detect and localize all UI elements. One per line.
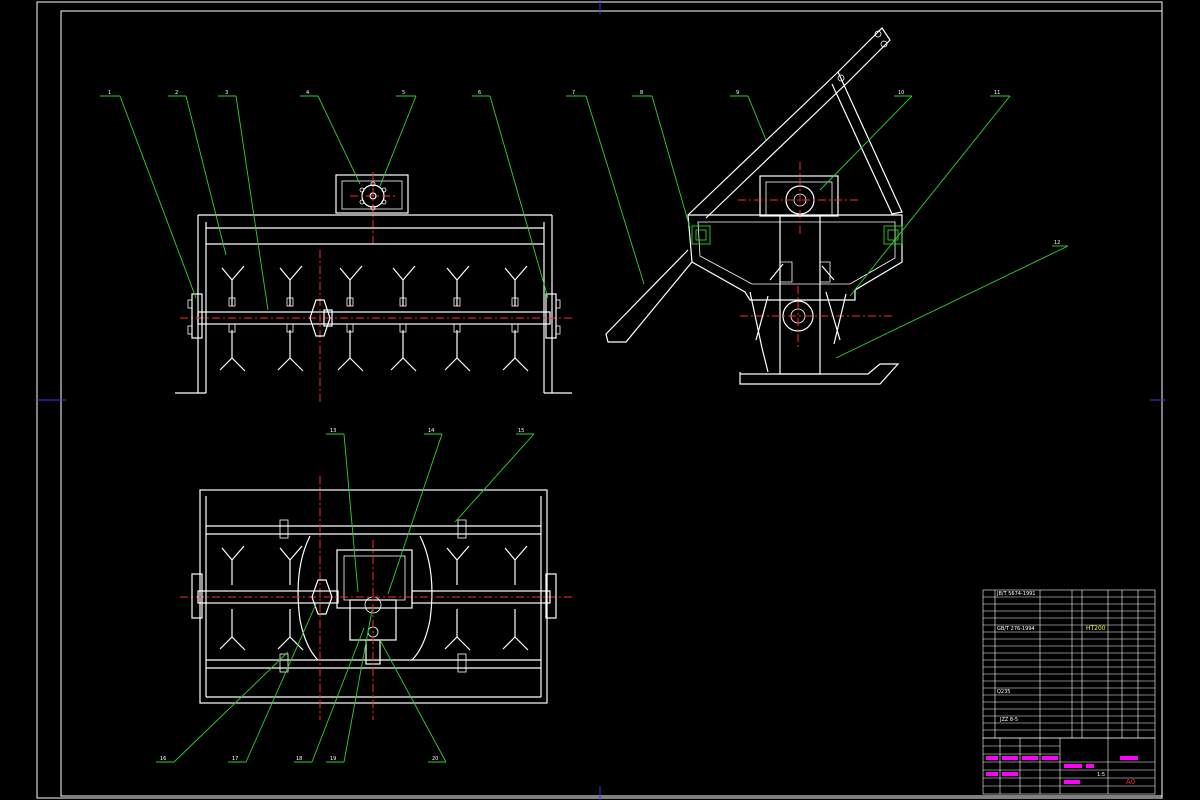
balloon-tags: 1 2 3 4 5 6 7 8 9 10 11 12 13 14 15 16 1…	[108, 90, 1060, 762]
balloon-tag-10: 10	[898, 90, 904, 96]
balloon-tag-12: 12	[1054, 240, 1060, 246]
balloon-tag-17: 17	[232, 756, 238, 762]
balloon-tag-9: 9	[736, 90, 739, 96]
balloon-tag-1: 1	[108, 90, 111, 96]
top-view-leaders	[156, 433, 535, 763]
balloon-tag-4: 4	[306, 90, 309, 96]
parts-list-rows	[983, 596, 1155, 731]
balloon-tag-6: 6	[478, 90, 481, 96]
top-view-blades	[219, 519, 529, 673]
balloon-tag-15: 15	[518, 428, 524, 434]
parts-list-material: HT200	[1086, 625, 1106, 632]
parts-list-table: JB/T 5674-1991 GB/T 276-1994 HT200 JZZ 8…	[982, 589, 1156, 739]
balloon-tag-7: 7	[572, 90, 575, 96]
balloon-tag-13: 13	[330, 428, 336, 434]
side-view-leaders	[566, 95, 1069, 359]
balloon-tag-5: 5	[402, 90, 405, 96]
sheet-frame	[36, 0, 1165, 800]
balloon-tag-14: 14	[428, 428, 434, 434]
balloon-tag-19: 19	[330, 756, 336, 762]
balloon-tag-8: 8	[640, 90, 643, 96]
balloon-tag-3: 3	[225, 90, 228, 96]
parts-list-row-mark: Q235	[997, 689, 1010, 695]
front-view	[100, 95, 575, 405]
title-block: 1:5 A0	[982, 737, 1156, 795]
parts-list-code-1: JB/T 5674-1991	[996, 591, 1036, 597]
balloon-tag-20: 20	[432, 756, 438, 762]
balloon-tag-16: 16	[160, 756, 166, 762]
balloon-tag-11: 11	[994, 90, 1000, 96]
balloon-tag-18: 18	[296, 756, 302, 762]
top-view	[156, 433, 575, 763]
balloon-tag-2: 2	[175, 90, 178, 96]
front-view-leaders	[100, 95, 549, 311]
parts-list-code-3: JZZ 8-5	[999, 717, 1018, 723]
front-view-blades	[219, 265, 529, 372]
title-block-scale: 1:5	[1097, 772, 1105, 778]
parts-list-code-2: GB/T 276-1994	[997, 626, 1035, 632]
title-block-sheet-size: A0	[1126, 778, 1135, 786]
side-view	[566, 27, 1069, 385]
